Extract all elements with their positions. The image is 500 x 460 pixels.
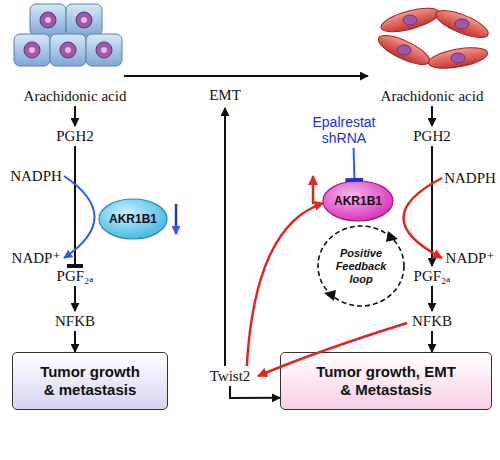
metabolite-label: PGF₂ₐ [52,266,98,286]
metabolite-label: PGF₂ₐ [409,266,455,286]
node-text: Twist2 [210,368,251,385]
mesenchymal-cell [427,44,489,72]
cell-nucleus [451,53,465,63]
cell-nucleus [397,45,411,55]
metabolite-label: NADPH [442,168,498,188]
feedback-loop: Positive Feedback loop [316,224,406,308]
mesenchymal-cells [375,4,492,73]
mesenchymal-cell [379,4,442,37]
flow-arrow [74,106,76,126]
metabolite-label: NFKB [50,311,100,331]
enzyme-ellipse: AKR1B1 [98,198,168,240]
cell-nucleus [455,19,469,29]
flow-arrow [431,331,433,352]
flow-arrow [258,323,407,376]
nucleolus [81,17,87,23]
flow-arrow [247,203,324,366]
flow-arrow [431,146,433,266]
node-text: Tumor growth, EMT & Metastasis [311,363,461,399]
metabolite-label: Twist2 [202,366,258,386]
node-text: NADP⁺ [446,249,495,267]
node-text: Positive Feedback loop [328,247,394,286]
epithelial-cell [66,4,102,36]
mesenchymal-cell [375,30,433,70]
loop-arrowhead [386,231,398,242]
node-text: NFKB [55,313,95,330]
cell-nucleus [60,42,76,58]
cell-nucleus [76,12,92,28]
flow-arrow [404,178,443,258]
epithelial-cell [30,4,66,36]
metabolite-label: NFKB [407,311,457,331]
epithelial-cell [50,34,86,66]
node-text: Arachidonic acid [381,88,484,105]
ellipse-shape [323,181,393,221]
inhibition-connector [353,148,356,180]
dashed-loop [318,226,404,306]
nucleolus [101,47,107,53]
decrease-arrow [175,204,178,234]
node-text: NFKB [412,313,452,330]
node-text: PGH2 [56,128,94,145]
metabolite-label: NADP⁺ [442,248,498,268]
cell-nucleus [96,42,112,58]
metabolite-label: Arachidonic acid [372,86,492,106]
nucleolus [29,47,35,53]
node-text: PGF₂ₐ [414,268,451,285]
node-text: PGF₂ₐ [57,268,94,285]
flow-arrow [431,286,433,311]
cell-nucleus [24,42,40,58]
epithelial-cells [14,4,122,66]
node-text: AKR1B1 [109,212,157,226]
increase-arrow [312,176,315,204]
cell-nucleus [403,15,417,25]
loop-arrowhead [324,290,336,301]
enzyme-ellipse: AKR1B1 [322,180,394,222]
outcome-box: Tumor growth, EMT & Metastasis [280,352,492,410]
metabolite-label: NADP⁺ [8,248,64,268]
node-text: Arachidonic acid [24,88,127,105]
inhibition-connector [74,146,76,266]
inhibitor-label: Epalrestat shRNA [296,112,392,148]
metabolite-label: Arachidonic acid [15,86,135,106]
node-text: NADPH [10,168,62,185]
ellipse-shape [99,199,167,239]
metabolite-label: PGH2 [412,126,452,146]
process-label: EMT [205,87,245,104]
node-text: NADPH [444,170,496,187]
node-text: NADP⁺ [12,249,61,267]
node-text: PGH2 [413,128,451,145]
flow-arrow [230,386,280,398]
node-text: Tumor growth & metastasis [37,363,143,399]
flow-arrow [74,331,76,352]
outcome-box: Tumor growth & metastasis [12,352,168,410]
emt-transition-arrow [124,75,368,77]
emt-driver-arrow [224,108,226,366]
flow-arrow [64,176,95,258]
epithelial-cell [86,34,122,66]
flow-arrow [74,286,76,311]
nucleolus [65,47,71,53]
mesenchymal-cell [433,5,492,43]
metabolite-label: NADPH [8,166,64,186]
node-text: AKR1B1 [334,194,382,208]
cell-nucleus [40,12,56,28]
node-text: Epalrestat shRNA [296,114,392,146]
flow-arrow [431,106,433,126]
metabolite-label: PGH2 [55,126,95,146]
epithelial-cell [14,34,50,66]
nucleolus [45,17,51,23]
